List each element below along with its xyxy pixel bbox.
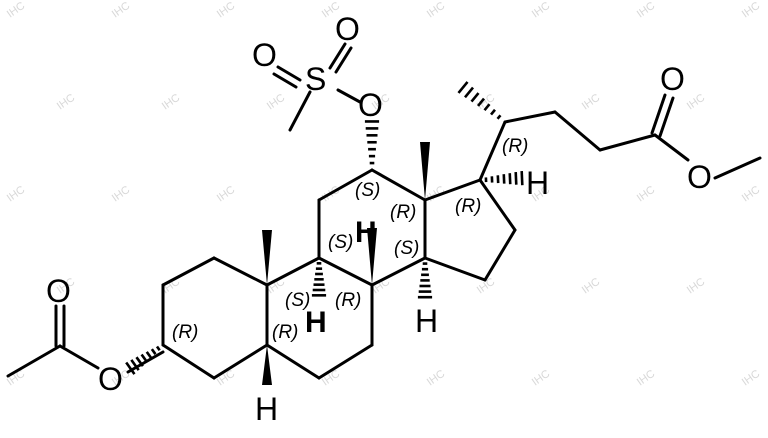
watermark-text: IHC xyxy=(5,0,27,20)
watermark-text: IHC xyxy=(635,0,657,20)
watermark-text: IHC xyxy=(110,0,132,20)
hashed-bond-segment xyxy=(125,361,136,375)
hashed-bond-segment xyxy=(470,92,480,103)
hashed-bond-segment xyxy=(140,353,149,363)
sulfonyl-oxygen-left: O xyxy=(252,37,277,73)
watermark-text: IHC xyxy=(685,276,707,297)
watermark-text: IHC xyxy=(265,92,287,113)
watermark-text: IHC xyxy=(635,184,657,205)
acetyl-carbonyl-oxygen: O xyxy=(46,273,71,309)
hashed-bond-segment xyxy=(155,345,161,351)
watermark-text: IHC xyxy=(685,92,707,113)
hydrogen-c12: H xyxy=(355,216,377,249)
hashed-bond-segment xyxy=(145,351,153,359)
stereo-label-c5: (R) xyxy=(272,322,298,343)
ester-oxygen: O xyxy=(687,159,712,195)
mesylate-oxygen: O xyxy=(358,87,383,123)
watermark-text: IHC xyxy=(740,0,762,20)
stereo-descriptors: (R) (S) (R) (R) (S) (S) (S) (R) (R) (R) xyxy=(172,136,528,343)
stereo-label-c12: (S) xyxy=(355,180,380,201)
stereo-label-c17: (R) xyxy=(455,196,481,217)
stereo-label-c20: (R) xyxy=(502,136,528,157)
stereo-label-c14: (S) xyxy=(394,238,419,259)
watermark-text: IHC xyxy=(740,368,762,389)
watermark-text: IHC xyxy=(425,368,447,389)
watermark-text: IHC xyxy=(55,92,77,113)
watermark-layer: IHC IHC IHC IHC IHC IHC IHC IHC IHC IHC IHC IHC IHC I… xyxy=(5,0,762,389)
hydrogen-c14: H xyxy=(415,303,438,339)
stereo-label-c8: (R) xyxy=(335,290,361,311)
hashed-bond-segment xyxy=(457,81,469,94)
hashed-bond-segment xyxy=(514,172,518,185)
watermark-text: IHC xyxy=(425,0,447,20)
watermark-text: IHC xyxy=(740,184,762,205)
stereo-label-c9: (S) xyxy=(285,290,310,311)
watermark-text: IHC xyxy=(530,0,552,20)
stereo-label-c11: (S) xyxy=(328,232,353,253)
watermark-text: IHC xyxy=(215,0,237,20)
bond-lines xyxy=(6,42,762,380)
watermark-text: IHC xyxy=(635,368,657,389)
hashed-bond-segment xyxy=(477,97,485,107)
acetate-oxygen: O xyxy=(98,361,123,397)
hydrogen-c9: H xyxy=(305,306,327,339)
sulfonyl-oxygen-top: O xyxy=(335,11,360,47)
watermark-text: IHC xyxy=(580,92,602,113)
ester-carbonyl-oxygen: O xyxy=(660,61,685,97)
hydrogen-c5: H xyxy=(255,391,278,427)
stereo-label-c13: (R) xyxy=(390,202,416,223)
watermark-text: IHC xyxy=(5,184,27,205)
hashed-bond-segment xyxy=(490,108,496,116)
hydrogen-c20: H xyxy=(526,165,549,201)
atom-labels: S O O O O O O O H H H H H xyxy=(46,11,712,427)
sulfur-atom: S xyxy=(305,61,326,97)
watermark-text: IHC xyxy=(215,184,237,205)
watermark-text: IHC xyxy=(530,368,552,389)
hashed-bond-segment xyxy=(135,356,144,367)
hashed-bond-segment xyxy=(483,103,491,112)
hashed-bond-segment xyxy=(496,114,502,120)
hashed-bond-segment xyxy=(150,348,157,355)
watermark-text: IHC xyxy=(160,92,182,113)
watermark-text: IHC xyxy=(110,184,132,205)
watermark-text: IHC xyxy=(580,276,602,297)
stereo-bonds xyxy=(125,81,524,385)
hashed-bond-segment xyxy=(520,170,524,186)
stereo-label-c3: (R) xyxy=(172,322,198,343)
hashed-bond-segment xyxy=(130,359,140,371)
hashed-bond-segment xyxy=(463,86,475,99)
